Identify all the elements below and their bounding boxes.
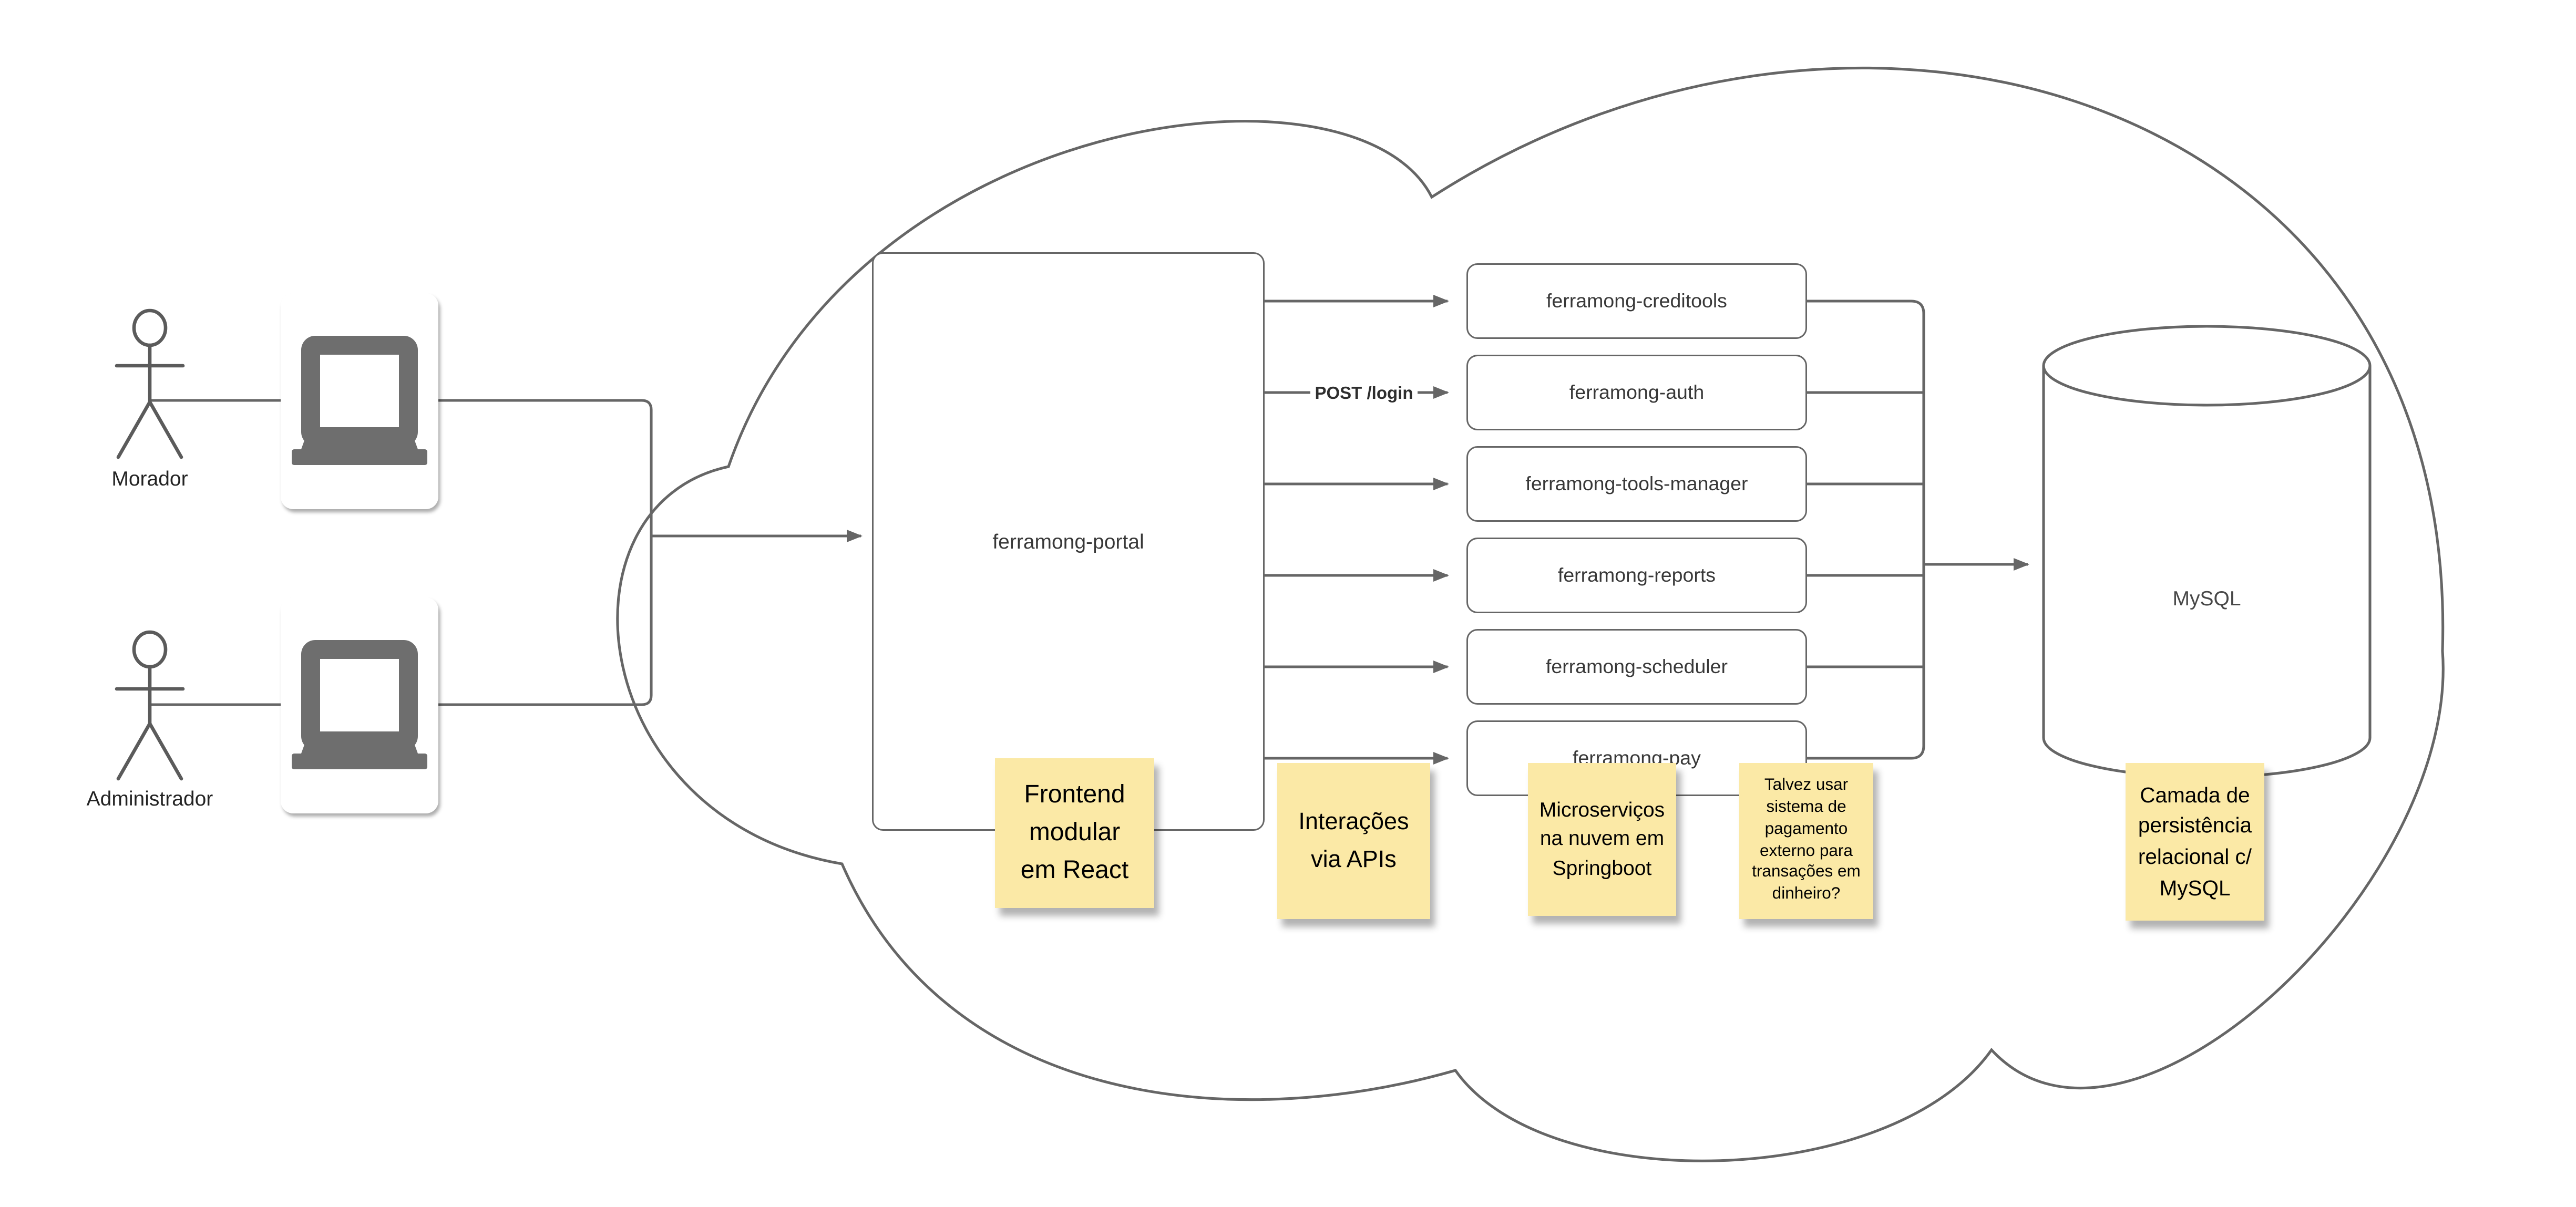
edge-actors-junction (150, 399, 653, 706)
service-box-scheduler: ferramong-scheduler (1466, 629, 1807, 705)
service-box-label: ferramong-auth (1569, 381, 1705, 404)
cloud-icon (616, 66, 2445, 1162)
sticky-note-pagamento-externo: Talvez usar sistema de pagamento externo… (1739, 763, 1873, 919)
laptop-icon (292, 640, 427, 769)
edge-label-post-login: POST /login (1310, 380, 1418, 407)
service-box-reports: ferramong-reports (1466, 538, 1807, 613)
laptop-icon (292, 336, 427, 465)
sticky-note-microservicos-springboot: Microserviços na nuvem em Springboot (1528, 763, 1676, 916)
sticky-note-persistencia-mysql: Camada de persistência relacional c/ MyS… (2126, 763, 2264, 921)
service-box-label: ferramong-creditools (1546, 290, 1727, 312)
sticky-note-interacoes-apis: Interações via APIs (1277, 763, 1430, 919)
service-box-tools-manager: ferramong-tools-manager (1466, 446, 1807, 522)
service-box-creditools: ferramong-creditools (1466, 263, 1807, 339)
edge-services-bus (1807, 300, 1925, 760)
actor-label-morador: Morador (111, 467, 188, 490)
actor-label-administrador: Administrador (86, 787, 213, 810)
service-box-label: ferramong-reports (1557, 564, 1716, 586)
database-label: MySQL (2172, 586, 2241, 610)
database-cylinder-icon (2042, 325, 2372, 779)
service-box-auth: ferramong-auth (1466, 355, 1807, 430)
portal-box: ferramong-portal (872, 252, 1265, 831)
service-box-label: ferramong-scheduler (1545, 656, 1728, 678)
portal-box-label: ferramong-portal (992, 530, 1144, 553)
person-icon-morador (115, 308, 185, 459)
person-icon-administrador (115, 630, 185, 781)
sticky-note-frontend-react: Frontend modular em React (995, 758, 1154, 908)
service-box-label: ferramong-tools-manager (1525, 473, 1748, 495)
